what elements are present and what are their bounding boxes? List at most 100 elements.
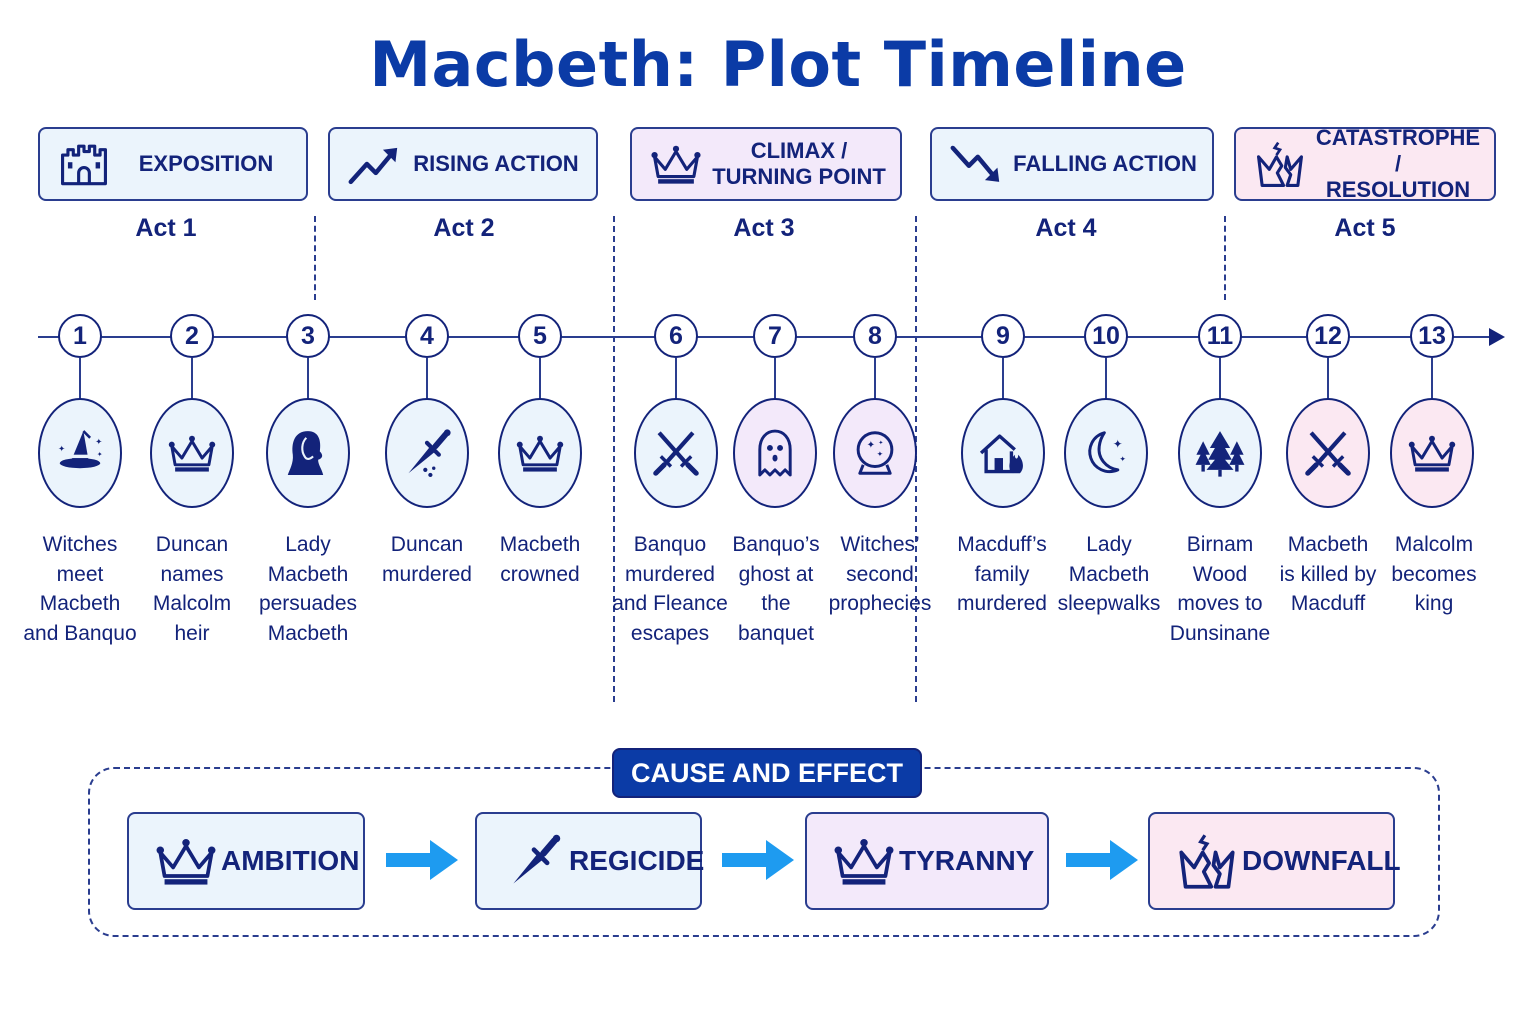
right-arrow-icon [722,840,794,880]
phase-label: CATASTROPHE / RESOLUTION [1315,125,1481,202]
right-arrow-icon [1066,840,1138,880]
event-number: 3 [286,314,330,358]
event-number: 10 [1084,314,1128,358]
phase-exposition: EXPOSITION [38,127,308,201]
phase-falling-action: FALLING ACTION [930,127,1214,201]
trend-down-icon [950,145,1000,182]
svg-text:✦: ✦ [1120,454,1127,463]
right-arrow-icon [386,840,458,880]
act-divider [314,216,316,300]
moon-icon: ✦ ✦ [1088,431,1127,474]
phase-label: EXPOSITION [138,151,274,176]
event-label: Macbeth crowned [499,533,581,586]
event-connector [539,358,541,400]
event-icon-circle [150,398,234,508]
timeline-arrowhead [1489,328,1505,346]
phase-rising-action: RISING ACTION [328,127,598,201]
event-connector [874,358,876,400]
trees-icon [1195,431,1245,477]
burning-house-icon [979,434,1023,474]
cause-label: DOWNFALL [1242,845,1401,876]
event-icon-circle [634,398,718,508]
event-icon-circle [266,398,350,508]
event-number: 8 [853,314,897,358]
broken-crown-icon [1248,139,1312,189]
act-divider [613,216,615,702]
event-icon-circle [1390,398,1474,508]
event-number: 11 [1198,314,1242,358]
event-number: 5 [518,314,562,358]
trend-up-icon [348,147,398,185]
event-label: Banquo’s ghost at the banquet [732,533,820,645]
event-connector [1002,358,1004,400]
event-label: Lady Macbeth persuades Macbeth [258,533,358,645]
castle-icon [61,144,107,186]
cause-card-tyranny: TYRANNY [805,812,1049,910]
event-icon-circle [961,398,1045,508]
act-label: Act 2 [433,214,495,242]
svg-text:✦: ✦ [1113,437,1123,451]
event-number: 6 [654,314,698,358]
svg-text:✦: ✦ [95,437,102,447]
crossed-swords-icon [1301,426,1355,480]
event-icon-circle [1286,398,1370,508]
event-number: 1 [58,314,102,358]
act-label: Act 1 [135,214,197,242]
event-number: 7 [753,314,797,358]
event-connector [1431,358,1433,400]
cause-label: REGICIDE [569,845,705,876]
event-icon-circle: ✦ ✦ ✦ [38,398,122,508]
event-label: Banquo murdered and Fleance escapes [612,533,728,645]
cause-card-downfall: DOWNFALL [1148,812,1401,910]
event-connector [1219,358,1221,400]
crown-icon [644,139,708,189]
event-icon-circle [498,398,582,508]
event-label: Witches meet Macbeth and Banquo [23,533,137,645]
event-connector [79,358,81,400]
event-icon-circle [733,398,817,508]
broken-crown-icon [1172,831,1242,891]
cause-label: AMBITION [221,845,360,876]
crossed-swords-icon [649,426,703,480]
phase-climax: CLIMAX / TURNING POINT [630,127,902,201]
event-number: 9 [981,314,1025,358]
event-label: Lady Macbeth sleepwalks [1057,533,1161,615]
event-label: Macbeth is killed by Macduff [1279,533,1377,615]
event-label: Birnam Wood moves to Dunsinane [1169,533,1271,645]
crown-icon [829,831,899,891]
event-connector [1327,358,1329,400]
act-label: Act 5 [1334,214,1396,242]
cause-card-regicide: REGICIDE [475,812,704,910]
event-connector [774,358,776,400]
event-label: Duncan murdered [382,533,472,586]
event-connector [675,358,677,400]
crown-icon [513,426,567,480]
phase-catastrophe: CATASTROPHE / RESOLUTION [1234,125,1496,202]
phase-label: FALLING ACTION [1013,151,1197,176]
cause-effect-title: CAUSE AND EFFECT [612,748,922,798]
woman-profile-icon [287,431,324,475]
event-connector [1105,358,1107,400]
witch-hat-icon: ✦ ✦ ✦ [58,430,103,469]
svg-text:✦: ✦ [878,440,883,447]
act-divider [1224,216,1226,300]
cause-label: TYRANNY [899,845,1035,876]
phase-label: RISING ACTION [413,151,579,176]
svg-text:✦: ✦ [867,440,876,451]
event-label: Witches’ second prophecies [828,533,932,615]
event-icon-circle [385,398,469,508]
event-label: Macduff’s family murdered [957,533,1047,615]
crown-icon [151,831,221,891]
svg-text:✦: ✦ [97,450,103,458]
event-number: 4 [405,314,449,358]
event-number: 13 [1410,314,1454,358]
event-label: Duncan names Malcolm heir [152,533,232,645]
act-label: Act 4 [1035,214,1097,242]
dagger-icon [499,831,569,891]
page-title: Macbeth: Plot Timeline [369,28,1187,101]
crown-icon [165,426,219,480]
crystal-ball-icon: ✦ ✦ ✦ [856,431,894,475]
event-icon-circle [1178,398,1262,508]
event-icon-circle: ✦ ✦ ✦ [833,398,917,508]
act-label: Act 3 [733,214,795,242]
